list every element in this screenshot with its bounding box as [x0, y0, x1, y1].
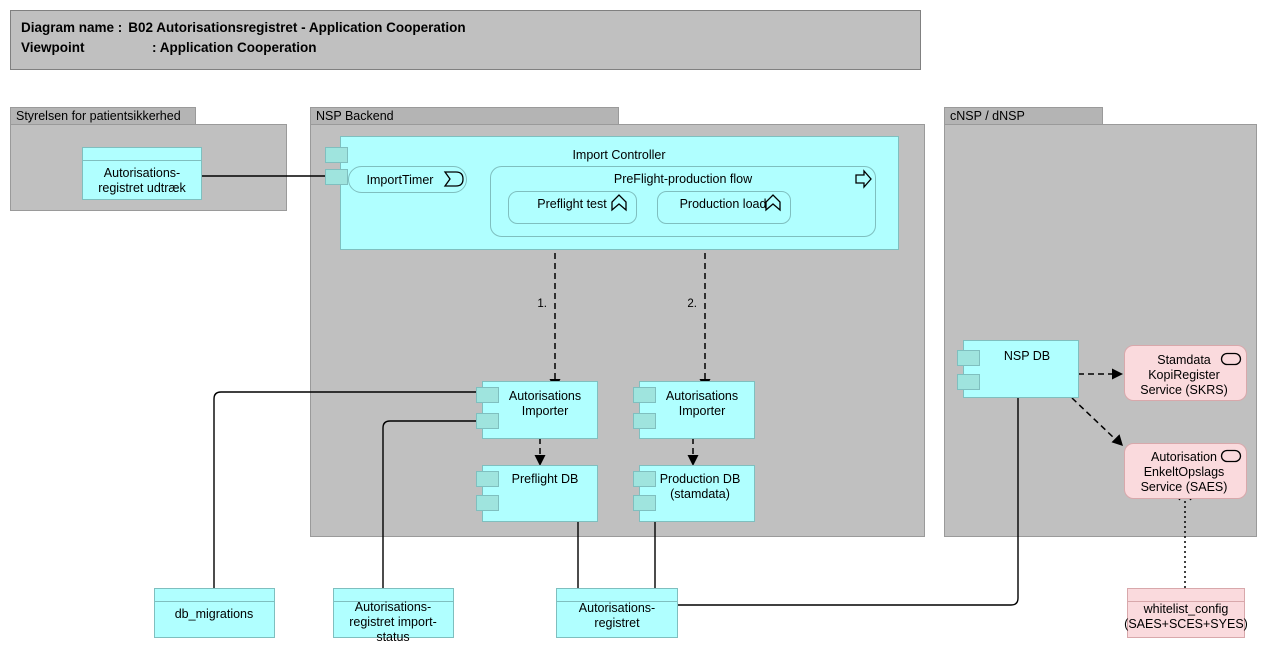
node-autorisations-importer-preflight[interactable]: Autorisations Importer: [476, 381, 598, 439]
diagram-name-label: Diagram name :B02 Autorisationsregistret…: [21, 20, 466, 35]
node-label-nsp-db: NSP DB: [1004, 349, 1050, 363]
node-label-line1: Autorisations-: [355, 600, 431, 614]
node-label-line2: Importer: [522, 404, 569, 418]
node-import-timer[interactable]: ImportTimer: [348, 166, 467, 193]
node-label-production-load: Production load: [680, 197, 767, 211]
node-label-line2: registret udtræk: [98, 181, 186, 195]
node-label-line1: db_migrations: [175, 607, 254, 621]
flow-step-2-label: 2.: [687, 298, 697, 310]
component-port-bottom: [633, 413, 656, 429]
component-port-top: [476, 471, 499, 487]
node-label-line1: Preflight DB: [512, 472, 579, 486]
component-port-top: [957, 350, 980, 366]
group-label-styrelsen: Styrelsen for patientsikkerhed: [16, 109, 181, 123]
process-arrow-icon: [855, 169, 872, 189]
flow-step-1-label: 1.: [537, 298, 547, 310]
connection-db-migrations-to-importer: [213, 391, 483, 588]
group-label-cnsp-dnsp: cNSP / dNSP: [950, 109, 1025, 123]
event-icon: [443, 171, 464, 187]
node-label-line3: Service (SAES): [1141, 480, 1228, 494]
node-label-line2: registret import-: [349, 615, 437, 629]
node-skrs-service[interactable]: Stamdata KopiRegister Service (SKRS): [1124, 345, 1247, 401]
node-label-line1: Production DB: [660, 472, 741, 486]
node-label-line1: Stamdata: [1157, 353, 1211, 367]
application-function-icon: [765, 194, 781, 212]
node-label-import-timer: ImportTimer: [367, 173, 434, 187]
component-port-bottom: [325, 169, 348, 185]
group-label-nsp-backend: NSP Backend: [316, 109, 394, 123]
node-label-line2: Importer: [679, 404, 726, 418]
component-port-bottom: [476, 413, 499, 429]
node-label-import-controller: Import Controller: [572, 148, 665, 162]
application-service-icon: [1220, 352, 1242, 366]
node-production-load[interactable]: Production load: [657, 191, 791, 224]
component-port-bottom: [476, 495, 499, 511]
node-preflight-db[interactable]: Preflight DB: [476, 465, 598, 522]
component-port-top: [633, 387, 656, 403]
node-nsp-db[interactable]: NSP DB: [957, 340, 1079, 398]
connection-import-status-to-importer: [382, 420, 483, 588]
node-label-line2: registret: [594, 616, 640, 630]
node-production-db[interactable]: Production DB (stamdata): [633, 465, 755, 522]
arrowhead-skrs: [1112, 368, 1123, 380]
viewpoint-label: Viewpoint: Application Cooperation: [21, 40, 317, 55]
node-autorisationsregistret-udtraek[interactable]: Autorisations- registret udtræk: [82, 147, 202, 200]
node-label-line1: Autorisations: [666, 389, 738, 403]
arrowhead-saes: [1111, 434, 1123, 446]
node-label-line3: status: [376, 630, 409, 644]
node-label-line1: whitelist_config: [1143, 602, 1229, 616]
node-label-preflight-production-flow: PreFlight-production flow: [614, 172, 753, 186]
node-import-status[interactable]: Autorisations- registret import- status: [333, 588, 454, 645]
node-label-line2: (SAES+SCES+SYES): [1124, 617, 1248, 631]
node-whitelist-config[interactable]: whitelist_config (SAES+SCES+SYES): [1124, 588, 1248, 638]
node-label-line1: Autorisations-: [579, 601, 655, 615]
node-label-line1: Autorisations: [509, 389, 581, 403]
node-import-controller[interactable]: Import Controller ImportTimer PreFlight-…: [325, 136, 899, 250]
node-label-line1: Autorisation: [1151, 450, 1217, 464]
component-port-top: [325, 147, 348, 163]
node-label-line1: Autorisations-: [104, 166, 180, 180]
application-service-icon: [1220, 449, 1242, 463]
node-db-migrations[interactable]: db_migrations: [154, 588, 275, 638]
node-label-line3: Service (SKRS): [1140, 383, 1228, 397]
component-port-top: [476, 387, 499, 403]
node-label-preflight-test: Preflight test: [537, 197, 607, 211]
component-port-top: [633, 471, 656, 487]
node-label-line2: EnkeltOpslags: [1144, 465, 1225, 479]
arrowhead-production-db: [687, 455, 699, 466]
node-saes-service[interactable]: Autorisation EnkeltOpslags Service (SAES…: [1124, 443, 1247, 499]
connection-autorisationsregistret-to-nsp-db: [678, 398, 1019, 606]
component-port-bottom: [633, 495, 656, 511]
application-function-icon: [611, 194, 627, 212]
node-label-line2: (stamdata): [670, 487, 730, 501]
component-port-bottom: [957, 374, 980, 390]
node-autorisations-importer-production[interactable]: Autorisations Importer: [633, 381, 755, 439]
arrowhead-preflight-db: [534, 455, 546, 466]
node-label-line2: KopiRegister: [1148, 368, 1220, 382]
title-block: Diagram name :B02 Autorisationsregistret…: [10, 10, 921, 70]
node-preflight-test[interactable]: Preflight test: [508, 191, 637, 224]
node-preflight-production-flow[interactable]: PreFlight-production flow Preflight test…: [490, 166, 876, 237]
node-autorisationsregistret[interactable]: Autorisations- registret: [556, 588, 678, 638]
